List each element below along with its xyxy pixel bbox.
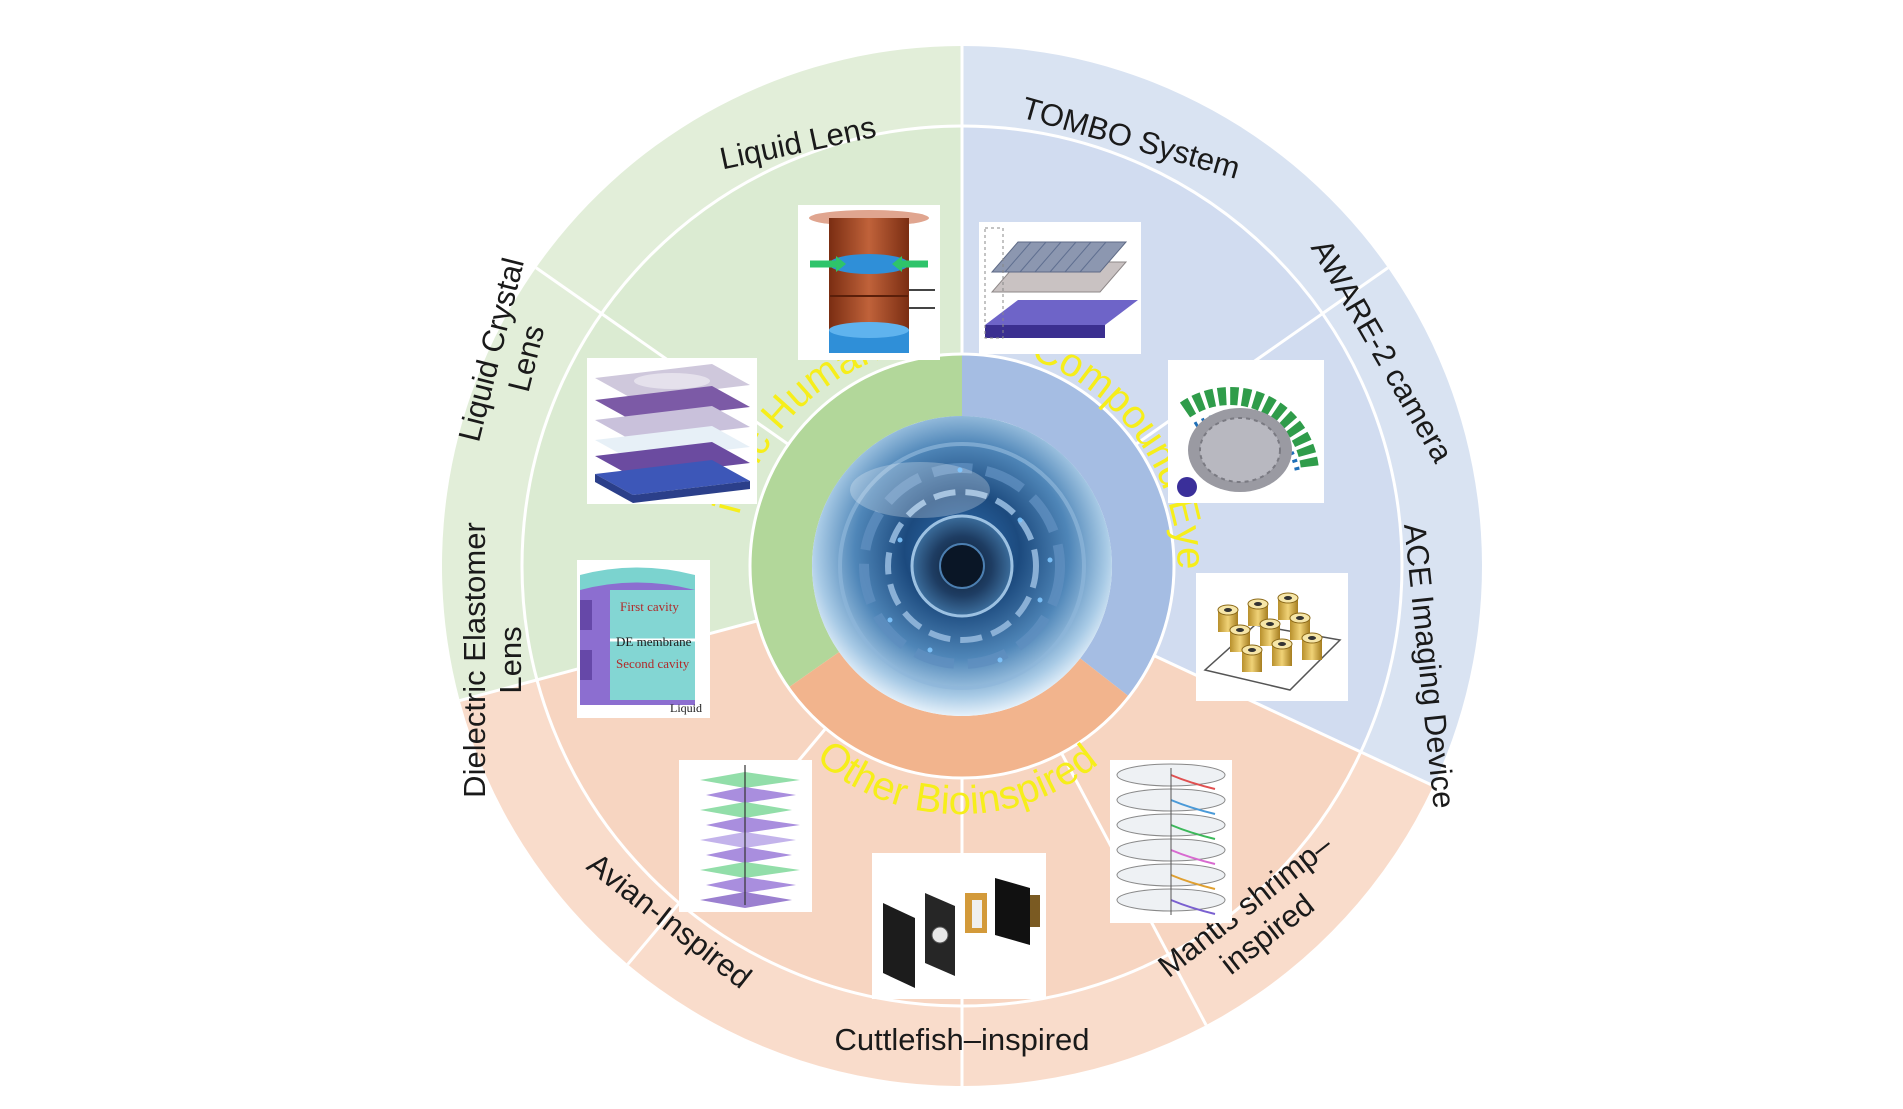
avian-focal-plane <box>700 832 796 848</box>
label-cuttlefish-inspired: Cuttlefish–inspired <box>834 1022 1089 1057</box>
green-category-ring <box>750 354 962 688</box>
label-dielectric-elastomer-lens: Dielectric Elastomer Lens <box>457 522 528 798</box>
band-divider-ring <box>520 124 1404 1008</box>
bionic-eye-lens-image <box>812 416 1112 716</box>
mantis-ray <box>1170 774 1216 790</box>
liquid-crystal-lens-illustration <box>587 358 757 504</box>
cuttlefish-inspired-illustration <box>872 853 1046 999</box>
ace-lens-module <box>1271 638 1293 666</box>
mantis-ray <box>1170 799 1216 815</box>
avian-focal-plane <box>706 847 792 863</box>
peach-outer-band <box>459 679 1434 1086</box>
avian-focal-plane <box>700 802 792 818</box>
avian-inspired-illustration <box>679 760 812 912</box>
green-outer-band <box>441 46 963 701</box>
avian-focal-plane <box>700 862 800 878</box>
avian-focal-plane <box>706 877 796 893</box>
mantis-shrimp-illustration <box>1110 760 1232 923</box>
blue-category-ring <box>962 354 1174 697</box>
svg-text:Lens: Lens <box>493 626 528 693</box>
tombo-system-illustration <box>979 222 1141 354</box>
svg-text:Dielectric Elastomer: Dielectric Elastomer <box>457 522 492 798</box>
peach-category-ring <box>788 652 1130 778</box>
svg-text:First cavity: First cavity <box>620 599 679 614</box>
mantis-ray <box>1170 899 1216 915</box>
mantis-ray <box>1170 824 1216 840</box>
ace-lens-module <box>1301 632 1323 660</box>
ace-imaging-illustration <box>1196 573 1348 701</box>
liquid-lens-illustration <box>798 205 940 360</box>
category-ring-edge <box>748 352 1176 780</box>
aware2-camera-illustration <box>1168 360 1324 503</box>
svg-text:Liquid: Liquid <box>670 701 702 715</box>
avian-focal-plane <box>706 817 800 833</box>
ace-lens-module <box>1241 644 1263 672</box>
svg-text:Second cavity: Second cavity <box>616 656 690 671</box>
dielectric-elastomer-lens-illustration: First cavity DE membrane Second cavity L… <box>577 560 710 718</box>
avian-focal-plane <box>706 787 796 803</box>
avian-focal-plane <box>700 772 800 788</box>
avian-focal-plane <box>700 892 792 908</box>
svg-text:DE membrane: DE membrane <box>616 634 692 649</box>
mantis-ray <box>1170 849 1216 865</box>
blue-outer-band <box>962 46 1483 786</box>
mantis-ray <box>1170 874 1216 890</box>
